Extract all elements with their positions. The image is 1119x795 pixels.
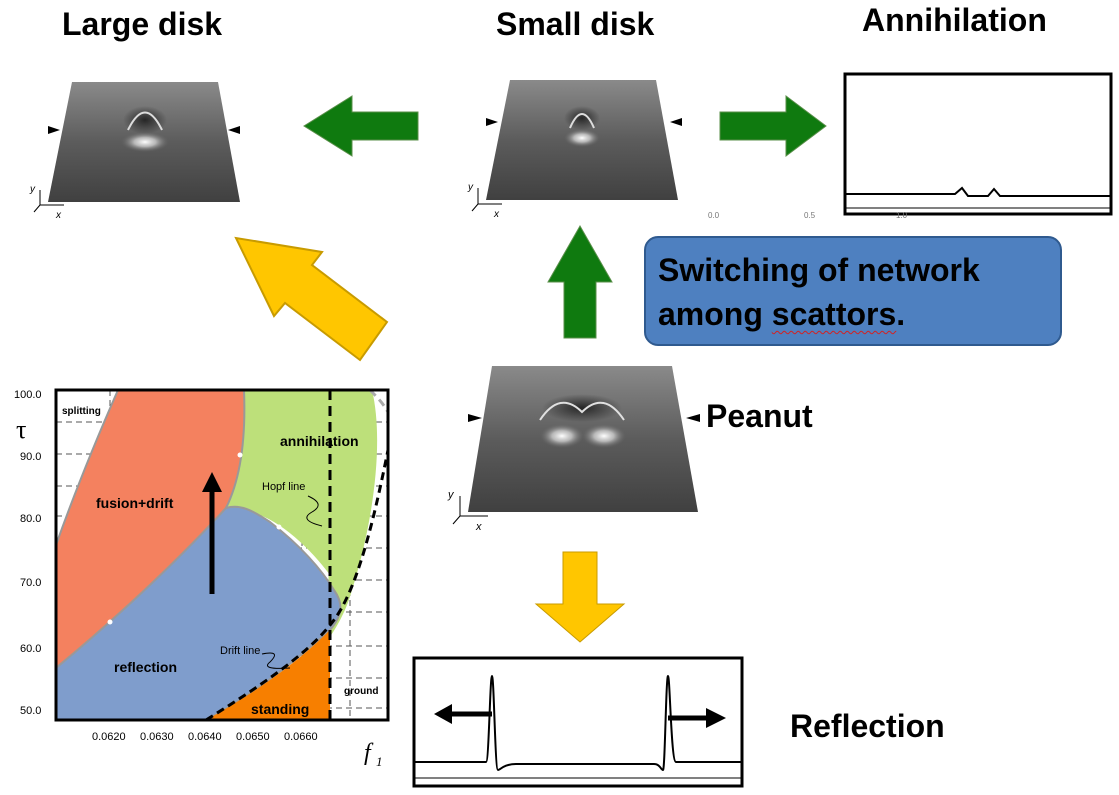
title-large-disk: Large disk	[62, 6, 223, 42]
arrow-left-icon	[434, 704, 492, 724]
axis-triad-icon	[452, 496, 488, 525]
switching-callout: Switching of network among scattors.	[644, 236, 1062, 346]
y-tick-60: 60.0	[20, 643, 41, 655]
y-tick-90: 90.0	[20, 451, 41, 463]
x-tick-0640: 0.0640	[188, 731, 222, 743]
green-arrow-right-icon	[719, 95, 827, 157]
marker-left-icon	[468, 414, 482, 422]
marker-left-icon	[48, 126, 60, 134]
x-axis-sub: 1	[376, 754, 383, 769]
phase-arrow-up-icon	[202, 472, 222, 594]
peanut-surface: x y	[447, 366, 700, 533]
label-fusion-drift: fusion+drift	[96, 495, 174, 511]
label-hopf-line: Hopf line	[262, 481, 305, 493]
annihilation-plot: 0.0 0.5 1.0	[708, 72, 1113, 220]
axis-y-label: y	[467, 182, 474, 193]
title-reflection: Reflection	[790, 708, 945, 744]
x-axis-label: f	[364, 740, 374, 766]
label-standing: standing	[251, 701, 309, 717]
label-annihilation: annihilation	[280, 433, 359, 449]
x-tick-0630: 0.0630	[140, 731, 174, 743]
annihilation-tick-0: 0.0	[708, 211, 720, 220]
axis-x-label: x	[475, 521, 482, 533]
label-reflection: reflection	[114, 659, 177, 675]
annihilation-tick-2: 1.0	[896, 211, 908, 220]
y-tick-70: 70.0	[20, 577, 41, 589]
green-arrow-left-icon	[303, 95, 419, 157]
callout-line-1: Switching of network	[658, 252, 980, 288]
title-annihilation: Annihilation	[862, 2, 1047, 38]
y-axis-label: τ	[16, 415, 26, 444]
x-tick-0650: 0.0650	[236, 731, 270, 743]
y-tick-80: 80.0	[20, 513, 41, 525]
arrow-right-icon	[668, 708, 726, 728]
annihilation-tick-1: 0.5	[804, 211, 816, 220]
small-disk-surface: x y	[467, 80, 682, 220]
axis-x-label: x	[55, 210, 62, 221]
y-tick-100: 100.0	[14, 389, 42, 401]
title-small-disk: Small disk	[496, 6, 655, 42]
label-ground: ground	[344, 686, 378, 697]
yellow-arrow-diagonal-icon	[234, 236, 389, 362]
marker-right-icon	[228, 126, 240, 134]
axis-x-label: x	[493, 209, 500, 220]
axis-y-label: y	[447, 489, 455, 501]
y-tick-50: 50.0	[20, 705, 41, 717]
label-drift-line: Drift line	[220, 645, 260, 657]
yellow-arrow-down-icon	[534, 551, 626, 643]
label-splitting: splitting	[62, 406, 101, 417]
axis-triad-icon	[33, 190, 64, 213]
marker-right-icon	[670, 118, 682, 126]
axis-y-label: y	[29, 184, 36, 195]
marker-right-icon	[686, 414, 700, 422]
x-tick-0620: 0.0620	[92, 731, 126, 743]
callout-line-2: among scattors.	[658, 296, 906, 332]
x-tick-0660: 0.0660	[284, 731, 318, 743]
large-disk-surface: x y	[29, 82, 240, 221]
green-arrow-up-icon	[547, 224, 613, 339]
phase-diagram: splitting fusion+drift annihilation refl…	[14, 388, 390, 769]
axis-triad-icon	[471, 188, 502, 212]
marker-left-icon	[486, 118, 498, 126]
title-peanut: Peanut	[706, 398, 813, 434]
reflection-plot	[412, 656, 744, 788]
region-standing	[206, 630, 330, 720]
drift-line	[205, 449, 390, 722]
